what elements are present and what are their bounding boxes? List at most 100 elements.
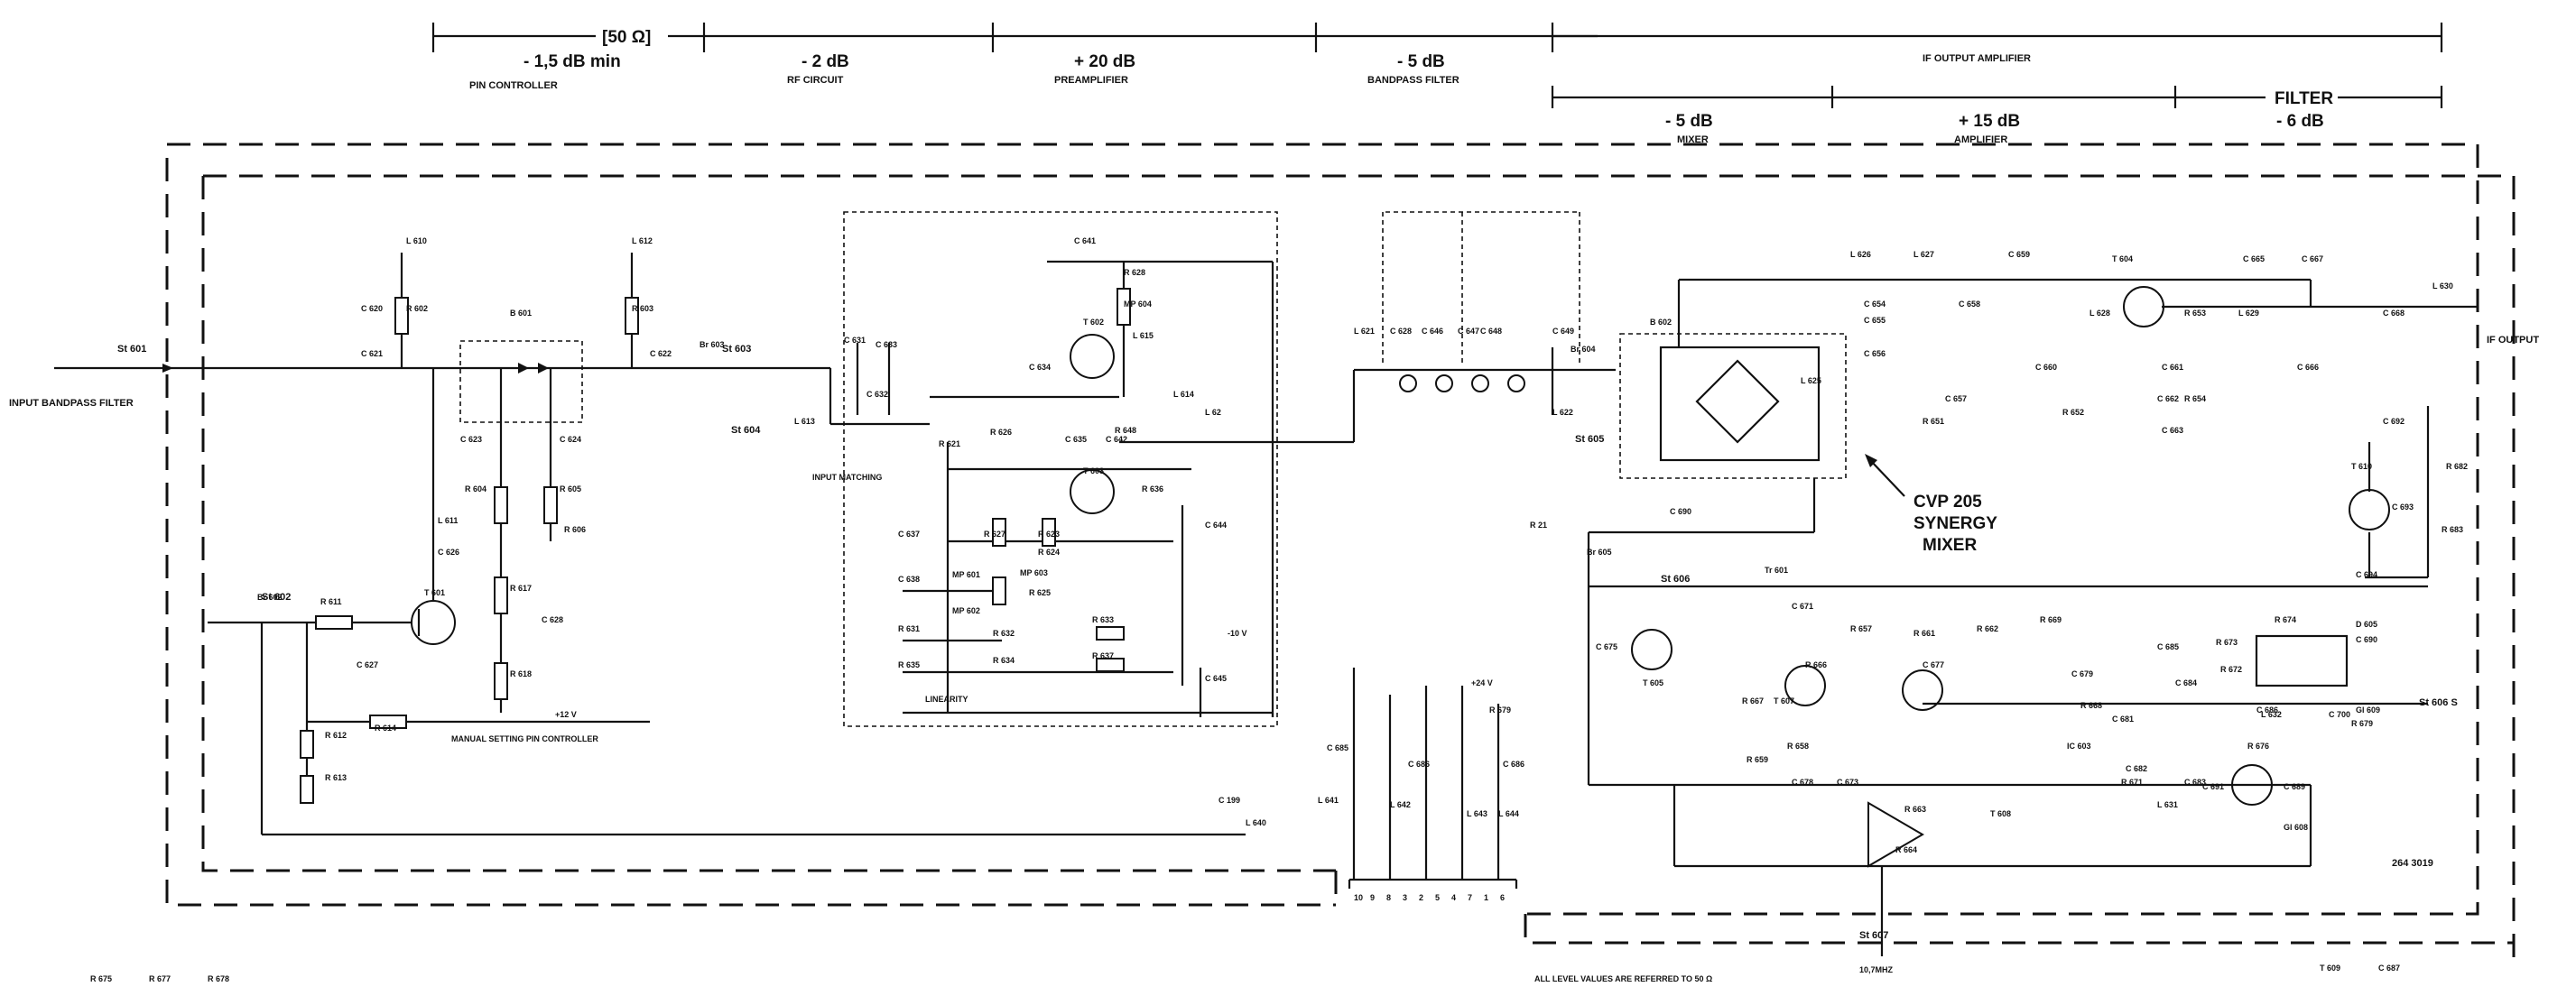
component-r-654: R 654 [2184, 394, 2206, 403]
component-l-644: L 644 [1498, 809, 1519, 818]
component-r-604: R 604 [465, 484, 486, 493]
socket-st-605: St 605 [1575, 434, 1604, 445]
component-d-605: D 605 [2356, 620, 2377, 629]
component-c-686: C 686 [1408, 760, 1430, 769]
component-l-622: L 622 [1552, 408, 1573, 417]
connector-pin-8: 8 [1386, 893, 1391, 902]
component-c-663: C 663 [2162, 426, 2183, 435]
component-r-606: R 606 [564, 525, 586, 534]
component-c-685: C 685 [2157, 642, 2179, 651]
component-l-610: L 610 [406, 236, 427, 245]
component-c-199: C 199 [1219, 796, 1240, 805]
bottom-signal-label: 10,7MHZ [1859, 965, 1894, 974]
connector-pin-9: 9 [1370, 893, 1375, 902]
connector-pin-6: 6 [1500, 893, 1505, 902]
component-l-627: L 627 [1913, 250, 1934, 259]
if-name: IF OUTPUT AMPLIFIER [1923, 53, 2031, 64]
component-c-675: C 675 [1596, 642, 1617, 651]
component-r-662: R 662 [1977, 624, 1998, 633]
output-label: IF OUTPUT [2487, 335, 2539, 346]
component-c-666: C 666 [2297, 363, 2319, 372]
socket-st-603: St 603 [722, 344, 751, 355]
component-ic-603: IC 603 [2067, 742, 2091, 751]
amp-name: AMPLIFIER [1954, 134, 2007, 145]
connector-pin-1: 1 [1484, 893, 1488, 902]
connector-pin-4: 4 [1451, 893, 1456, 902]
component-c-693: C 693 [2392, 503, 2414, 512]
component-c-685: C 685 [1327, 743, 1348, 752]
component-c-659: C 659 [2008, 250, 2030, 259]
component-r-611: R 611 [320, 597, 342, 606]
component-c-667: C 667 [2302, 254, 2323, 263]
component-r-614: R 614 [375, 724, 396, 733]
mixer-section: CVP 205 SYNERGY MIXER [1589, 278, 1997, 555]
component-c-671: C 671 [1792, 602, 1813, 611]
component-tr-601: Tr 601 [1765, 566, 1788, 575]
component-gl-609: Gl 609 [2356, 706, 2380, 715]
component-t-604: T 604 [2112, 254, 2133, 263]
component-t-608: T 608 [1990, 809, 2011, 818]
component-r-612: R 612 [325, 731, 347, 740]
connector-pin-10: 10 [1354, 893, 1363, 902]
filter-name: FILTER [2275, 89, 2333, 108]
component-l-615: L 615 [1133, 331, 1154, 340]
component-c-638: C 638 [898, 575, 920, 584]
rail-10v: -10 V [1228, 629, 1247, 638]
component-c-622: C 622 [650, 349, 672, 358]
component-t-607: T 607 [1774, 696, 1794, 706]
component-r-672: R 672 [2220, 665, 2242, 674]
preamplifier [829, 211, 1309, 727]
component-c-682: C 682 [2126, 764, 2147, 773]
component-r-625: R 625 [1029, 588, 1051, 597]
component-gl-608: Gl 608 [2284, 823, 2308, 832]
socket-st-601: St 601 [117, 344, 146, 355]
component-c-648: C 648 [1480, 327, 1502, 336]
component-t-610: T 610 [2351, 462, 2372, 471]
component-r-627: R 627 [984, 530, 1005, 539]
component-r-675: R 675 [90, 974, 112, 983]
component-r-613: R 613 [325, 773, 347, 782]
component-r-631: R 631 [898, 624, 920, 633]
rf-level: - 2 dB [802, 52, 849, 71]
component-c-642: C 642 [1106, 435, 1127, 444]
component-r-674: R 674 [2275, 615, 2296, 624]
component-r-669: R 669 [2040, 615, 2062, 624]
connector-pin-7: 7 [1468, 893, 1472, 902]
component-c-689: C 689 [2284, 782, 2305, 791]
component-l-643: L 643 [1467, 809, 1487, 818]
component-l-629: L 629 [2238, 309, 2259, 318]
component-r-659: R 659 [1747, 755, 1768, 764]
component-r-661: R 661 [1913, 629, 1935, 638]
component-c-658: C 658 [1959, 300, 1980, 309]
level-header: [50 Ω] - 1,5 dB min PIN CONTROLLER - 2 d… [431, 23, 2443, 145]
component-r-603: R 603 [632, 304, 653, 313]
component-r-671: R 671 [2121, 778, 2143, 787]
component-c-641: C 641 [1074, 236, 1096, 245]
component-r-683: R 683 [2442, 525, 2463, 534]
pin-name: PIN CONTROLLER [469, 80, 558, 91]
component-r-636: R 636 [1142, 484, 1163, 493]
component-c-686: C 686 [2256, 706, 2278, 715]
component-c-665: C 665 [2243, 254, 2265, 263]
pin-controller [54, 253, 1246, 836]
component-c-700: C 700 [2329, 710, 2350, 719]
component-r-637: R 637 [1092, 651, 1114, 660]
component-l-640: L 640 [1246, 818, 1266, 827]
bp-name: BANDPASS FILTER [1367, 75, 1459, 86]
oscillator-section [1587, 532, 2428, 956]
component-c-631: C 631 [844, 336, 866, 345]
component-l-612: L 612 [632, 236, 653, 245]
component-mp-603: MP 603 [1020, 568, 1048, 577]
component-t-602: T 602 [1083, 318, 1104, 327]
component-r-673: R 673 [2216, 638, 2238, 647]
component-c-679: C 679 [2071, 669, 2093, 678]
component-c-628: C 628 [542, 615, 563, 624]
component-c-637: C 637 [898, 530, 920, 539]
component-r-648: R 648 [1115, 426, 1136, 435]
socket-st-606-s: St 606 S [2419, 697, 2458, 708]
linearity-label: LINEARITY [925, 695, 968, 704]
